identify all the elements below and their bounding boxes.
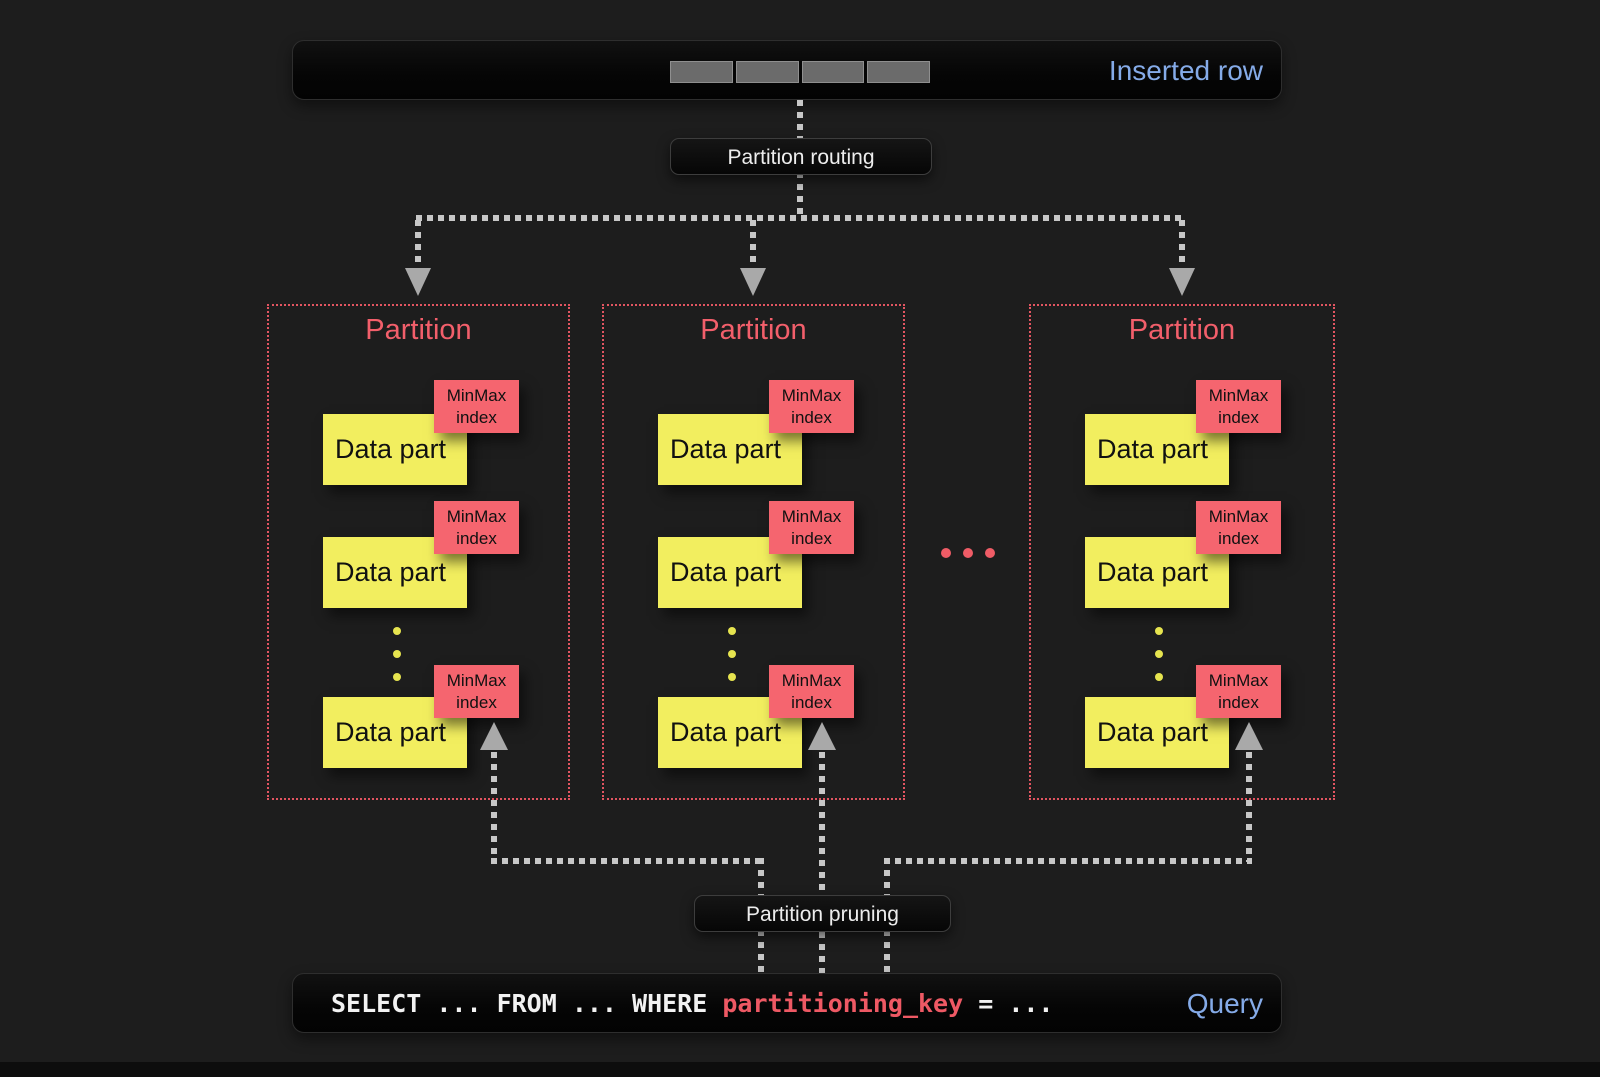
routing-drop-line-middle <box>750 220 756 268</box>
sql-suffix: = ... <box>963 989 1054 1018</box>
partition-routing-label: Partition routing <box>670 138 932 175</box>
vertical-ellipsis-dot <box>393 673 401 681</box>
routing-drop-line-right <box>1179 220 1185 268</box>
minmax-index-box: MinMax index <box>769 665 854 718</box>
pruning-riser-middle <box>819 752 825 973</box>
minmax-index-box: MinMax index <box>1196 501 1281 554</box>
row-segment <box>801 61 865 83</box>
sql-query-text: SELECT ... FROM ... WHERE partitioning_k… <box>331 974 1053 1034</box>
minmax-index-box: MinMax index <box>769 380 854 433</box>
minmax-index-box: MinMax index <box>434 380 519 433</box>
vertical-ellipsis-dot <box>1155 650 1163 658</box>
partition-ellipsis-dot <box>941 548 951 558</box>
pruning-riser-left <box>491 752 497 862</box>
partition-box-1: Partition Data part MinMax index Data pa… <box>267 304 570 800</box>
inserted-row-bar: Inserted row <box>292 40 1282 100</box>
minmax-index-box: MinMax index <box>434 665 519 718</box>
pruning-riser-right <box>1246 752 1252 862</box>
inserted-row-segments <box>670 61 930 83</box>
routing-drop-line-left <box>415 220 421 268</box>
inserted-row-label: Inserted row <box>1108 55 1263 86</box>
partition-pruning-label: Partition pruning <box>694 895 951 932</box>
row-segment <box>867 61 930 83</box>
arrow-up-icon <box>808 722 836 750</box>
vertical-ellipsis-dot <box>1155 673 1163 681</box>
partition-ellipsis-dot <box>963 548 973 558</box>
partition-box-3: Partition Data part MinMax index Data pa… <box>1029 304 1335 800</box>
routing-branch-line <box>416 215 1185 221</box>
data-part-box: Data part <box>658 414 802 485</box>
pruning-branch-line-left <box>491 858 763 864</box>
partition-box-2: Partition Data part MinMax index Data pa… <box>602 304 905 800</box>
arrow-down-icon <box>405 268 431 296</box>
pruning-branch-line-right <box>884 858 1252 864</box>
data-part-box: Data part <box>1085 697 1229 768</box>
vertical-ellipsis-dot <box>1155 627 1163 635</box>
minmax-index-box: MinMax index <box>769 501 854 554</box>
bottom-edge-strip <box>0 1062 1600 1077</box>
partition-title: Partition <box>1128 314 1236 346</box>
row-segment <box>670 61 733 83</box>
arrow-up-icon <box>480 722 508 750</box>
partition-title: Partition <box>365 314 472 346</box>
query-label: Query <box>1186 988 1263 1019</box>
sql-prefix: SELECT ... FROM ... WHERE <box>331 989 723 1018</box>
vertical-ellipsis-dot <box>728 627 736 635</box>
arrow-up-icon <box>1235 722 1263 750</box>
partition-ellipsis-dot <box>985 548 995 558</box>
partition-title: Partition <box>700 314 807 346</box>
arrow-down-icon <box>740 268 766 296</box>
minmax-index-box: MinMax index <box>1196 380 1281 433</box>
vertical-ellipsis-dot <box>393 627 401 635</box>
row-segment <box>735 61 799 83</box>
query-bar: SELECT ... FROM ... WHERE partitioning_k… <box>292 973 1282 1033</box>
minmax-index-box: MinMax index <box>1196 665 1281 718</box>
vertical-ellipsis-dot <box>728 650 736 658</box>
arrow-down-icon <box>1169 268 1195 296</box>
vertical-ellipsis-dot <box>393 650 401 658</box>
vertical-ellipsis-dot <box>728 673 736 681</box>
sql-partitioning-key: partitioning_key <box>722 989 964 1018</box>
minmax-index-box: MinMax index <box>434 501 519 554</box>
